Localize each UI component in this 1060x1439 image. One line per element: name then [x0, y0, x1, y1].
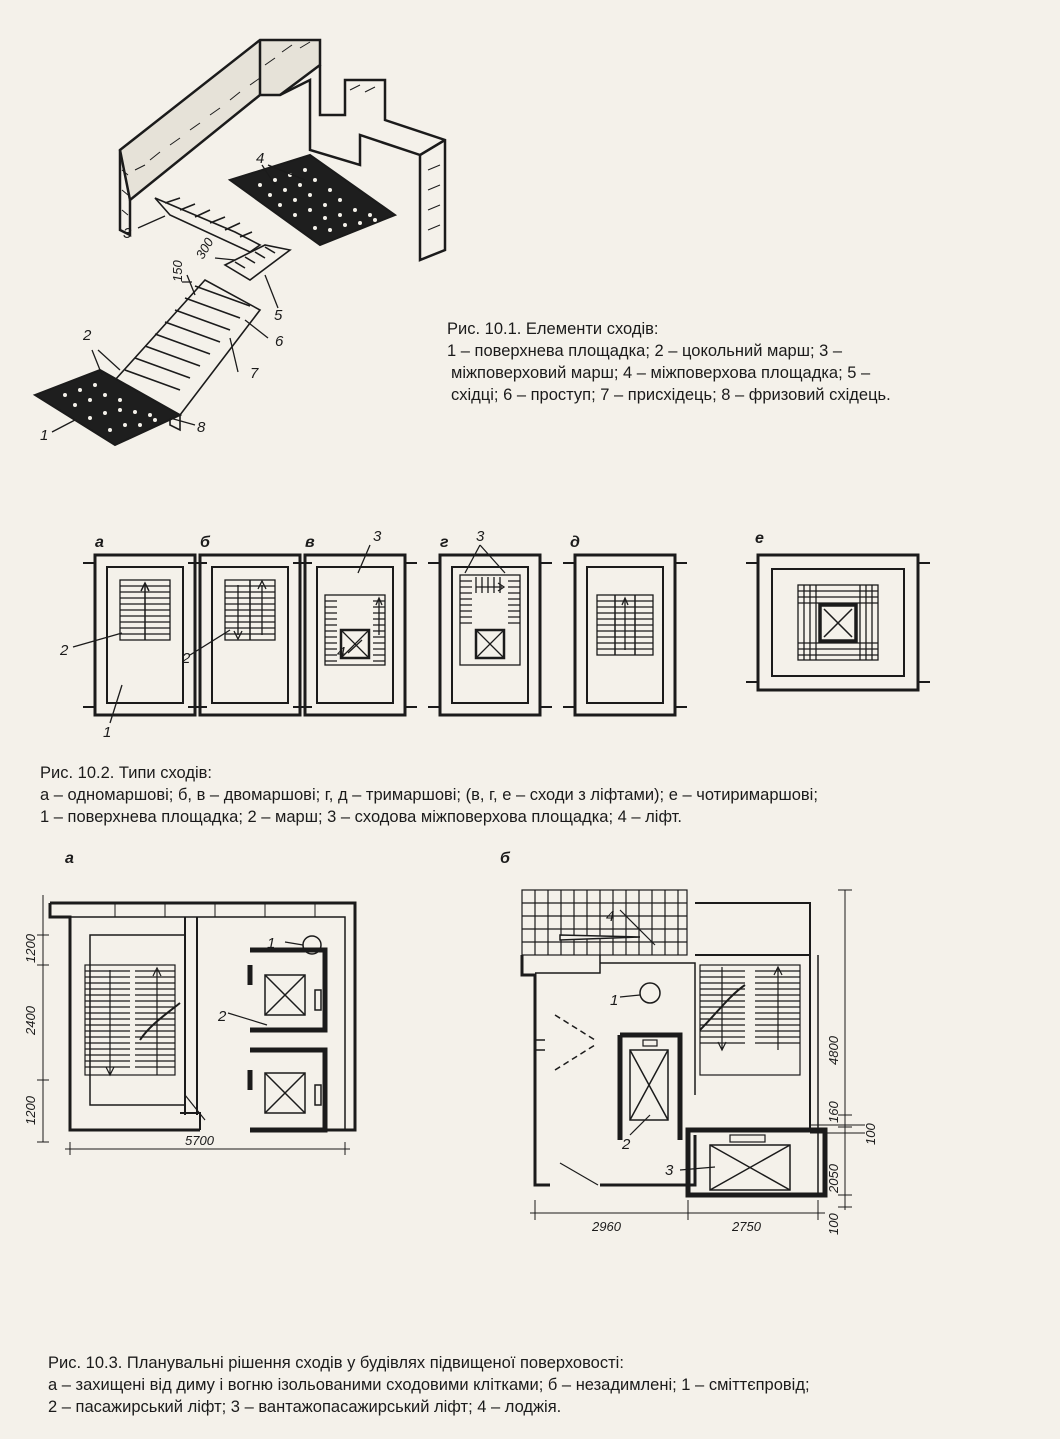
stair-type-e: [746, 553, 930, 692]
panel-3a: а: [65, 850, 74, 867]
callout-3: 3: [123, 225, 132, 242]
figure-10-3b-drawing: б: [500, 850, 878, 1235]
fig2-caption-title: Рис. 10.2. Типи сходів:: [40, 764, 213, 782]
fig2-caption-line: а – одномаршові; б, в – двомаршові; г, д…: [40, 786, 818, 804]
fig3-caption: Рис. 10.3. Планувальні рішення сходів у …: [48, 1352, 810, 1418]
interfloor-landing: [227, 153, 398, 247]
callout-b2: 2: [181, 650, 191, 667]
panel-d: д: [570, 534, 580, 551]
callout-g3: 3: [476, 528, 485, 545]
dim-100-top: 100: [863, 1123, 878, 1145]
panel-a: а: [95, 534, 104, 551]
figure-10-1-drawing: 4 3 5 6 7 8 1 2 300 150: [32, 38, 447, 447]
dim-100-bottom: 100: [826, 1213, 841, 1235]
interfloor-flight: [154, 197, 262, 253]
stair-type-g: [426, 553, 554, 717]
stair-type-a: [81, 553, 209, 717]
fig2-panel-letters: а б в г д е: [95, 530, 764, 551]
upper-walls: [118, 38, 447, 262]
panel-b: б: [200, 534, 211, 551]
callout-1: 1: [40, 427, 48, 444]
fig1-callouts: 4 3 5 6 7 8 1 2 300 150: [40, 150, 284, 444]
fig2-caption-line: 1 – поверхнева площадка; 2 – марш; 3 – с…: [40, 808, 682, 826]
callout-3b-3: 3: [665, 1162, 674, 1179]
callout-3b-4: 4: [606, 908, 614, 925]
fig1-caption-line: східці; 6 – проступ; 7 – присхідець; 8 –…: [451, 386, 891, 404]
callout-6: 6: [275, 333, 284, 350]
figure-10-3a-drawing: а: [23, 850, 357, 1155]
panel-g: г: [440, 534, 449, 551]
callout-4: 4: [256, 150, 264, 167]
fig2-caption: Рис. 10.2. Типи сходів: а – одномаршові;…: [40, 762, 818, 828]
stair-type-v: [291, 553, 419, 717]
fig3b-callouts: 1 2 3 4: [606, 908, 674, 1179]
callout-3b-2: 2: [621, 1136, 631, 1153]
callout-2: 2: [82, 327, 92, 344]
fig1-caption-line: міжповерховий марш; 4 – міжповерхова пло…: [451, 364, 871, 382]
callout-3a-1: 1: [267, 935, 275, 952]
fig2-callouts: 2 1 2 3 4 3: [59, 528, 485, 741]
callout-a2: 2: [59, 642, 69, 659]
fig1-caption-line: 1 – поверхнева площадка; 2 – цокольний м…: [447, 342, 843, 360]
dim-2400: 2400: [23, 1005, 38, 1036]
panel-v: в: [305, 534, 315, 551]
callout-7: 7: [250, 365, 259, 382]
dim-4800: 4800: [826, 1035, 841, 1065]
callout-v3: 3: [373, 528, 382, 545]
steps-group: [223, 244, 292, 281]
callout-3b-1: 1: [610, 992, 618, 1009]
dim-160: 160: [826, 1101, 841, 1123]
panel-e: е: [755, 530, 764, 547]
fig1-caption: Рис. 10.1. Елементи сходів: 1 – поверхне…: [447, 318, 891, 406]
dim-2050: 2050: [826, 1163, 841, 1194]
panel-3b: б: [500, 850, 511, 867]
fig3a-dims: 1200 2400 1200 5700: [23, 933, 215, 1148]
callout-8: 8: [197, 419, 206, 436]
fig3a-callouts: 1 2: [217, 935, 275, 1025]
fig3-caption-line: а – захищені від диму і вогню ізольовани…: [48, 1376, 810, 1394]
callout-a1: 1: [103, 724, 111, 741]
stair-type-d: [561, 553, 689, 717]
dim-2960: 2960: [591, 1219, 622, 1234]
dim-2750: 2750: [731, 1219, 762, 1234]
dim-riser: 150: [170, 260, 185, 282]
dim-1200-bottom: 1200: [23, 1095, 38, 1125]
fig1-caption-title: Рис. 10.1. Елементи сходів:: [447, 320, 659, 338]
callout-5: 5: [274, 307, 283, 324]
stair-type-b: [186, 553, 314, 717]
fig3-caption-title: Рис. 10.3. Планувальні рішення сходів у …: [48, 1354, 624, 1372]
fig3b-dims: 4800 160 100 2050 100 2960 2750: [591, 1035, 878, 1235]
figure-10-2-drawing: а б в г д е 2 1 2 3 4 3: [59, 528, 930, 741]
fig3-caption-line: 2 – пасажирський ліфт; 3 – вантажопасажи…: [48, 1398, 562, 1416]
dim-5700: 5700: [185, 1133, 215, 1148]
dim-tread: 300: [193, 235, 217, 262]
callout-v4: 4: [337, 644, 345, 661]
ground-landing: [32, 368, 183, 447]
callout-3a-2: 2: [217, 1008, 227, 1025]
dim-1200-top: 1200: [23, 933, 38, 963]
